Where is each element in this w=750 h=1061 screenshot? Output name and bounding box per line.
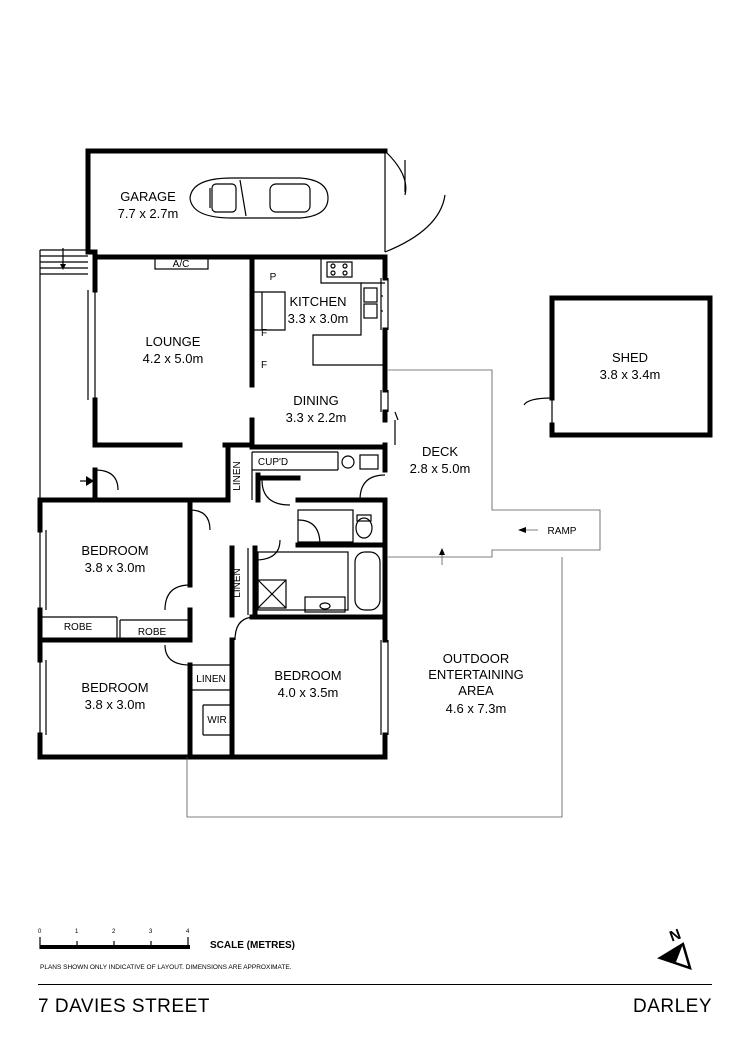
shed (523, 295, 713, 438)
wir-label: WIR (207, 715, 226, 726)
linen-label-2: LINEN (232, 568, 243, 597)
interior-walls (187, 442, 388, 620)
compass-label: N (667, 926, 683, 946)
property-address: 7 DAVIES STREET (38, 996, 210, 1017)
ac-label: A/C (173, 259, 190, 270)
cupd-label: CUP'D (258, 457, 288, 468)
lounge-label: LOUNGE (146, 334, 201, 349)
pantry-label: P (270, 272, 277, 283)
outdoor-label-3: AREA (458, 683, 494, 698)
linen-label-3: LINEN (196, 674, 225, 685)
bedroom-wing (37, 497, 389, 760)
ac-unit (154, 256, 209, 270)
house-walls (39, 248, 389, 503)
outdoor-area (186, 557, 563, 818)
footer-divider (38, 984, 712, 985)
bedroom-1-size: 3.8 x 3.0m (85, 560, 146, 575)
garage-label: GARAGE (120, 189, 176, 204)
dining-size: 3.3 x 2.2m (286, 410, 347, 425)
scale-title: SCALE (METRES) (210, 940, 295, 951)
robe-label-2: ROBE (138, 627, 167, 638)
deck-label: DECK (422, 444, 458, 459)
property-suburb: DARLEY (632, 996, 712, 1017)
robe-label-1: ROBE (64, 622, 93, 633)
kitchen-label: KITCHEN (289, 294, 346, 309)
scale-tick-2: 2 (112, 929, 116, 935)
scale-tick-4: 4 (186, 929, 190, 935)
outdoor-size: 4.6 x 7.3m (446, 701, 507, 716)
kitchen-size: 3.3 x 3.0m (288, 311, 349, 326)
bedroom-3-label: BEDROOM (274, 668, 341, 683)
scale-bar (39, 937, 190, 949)
deck-size: 2.8 x 5.0m (410, 461, 471, 476)
bedroom-2-label: BEDROOM (81, 680, 148, 695)
north-compass-icon: N (657, 926, 692, 970)
disclaimer: PLANS SHOWN ONLY INDICATIVE OF LAYOUT. D… (40, 964, 292, 971)
fridge-label-2: F (261, 360, 267, 371)
bedroom-2-size: 3.8 x 3.0m (85, 697, 146, 712)
entry-arrow-icon (86, 476, 94, 486)
scale-tick-3: 3 (149, 929, 153, 935)
shed-size: 3.8 x 3.4m (600, 367, 661, 382)
linen-label-1: LINEN (232, 461, 243, 490)
car-icon (189, 177, 329, 219)
bedroom-1-label: BEDROOM (81, 543, 148, 558)
dining-label: DINING (293, 393, 339, 408)
shed-label: SHED (612, 350, 648, 365)
outdoor-label-2: ENTERTAINING (428, 667, 524, 682)
tiled-floor (297, 509, 354, 543)
garage (85, 148, 446, 255)
fridge-label-1: F (261, 328, 267, 339)
scale-tick-0: 0 (38, 929, 42, 935)
deck (388, 369, 601, 565)
kitchen-benches (252, 257, 385, 366)
lounge-size: 4.2 x 5.0m (143, 351, 204, 366)
ramp-label: RAMP (548, 526, 577, 537)
scale-tick-1: 1 (75, 929, 79, 935)
bedroom-3-size: 4.0 x 3.5m (278, 685, 339, 700)
garage-size: 7.7 x 2.7m (118, 206, 179, 221)
ramp-arrow-icon (518, 527, 526, 533)
outdoor-label-1: OUTDOOR (443, 651, 509, 666)
